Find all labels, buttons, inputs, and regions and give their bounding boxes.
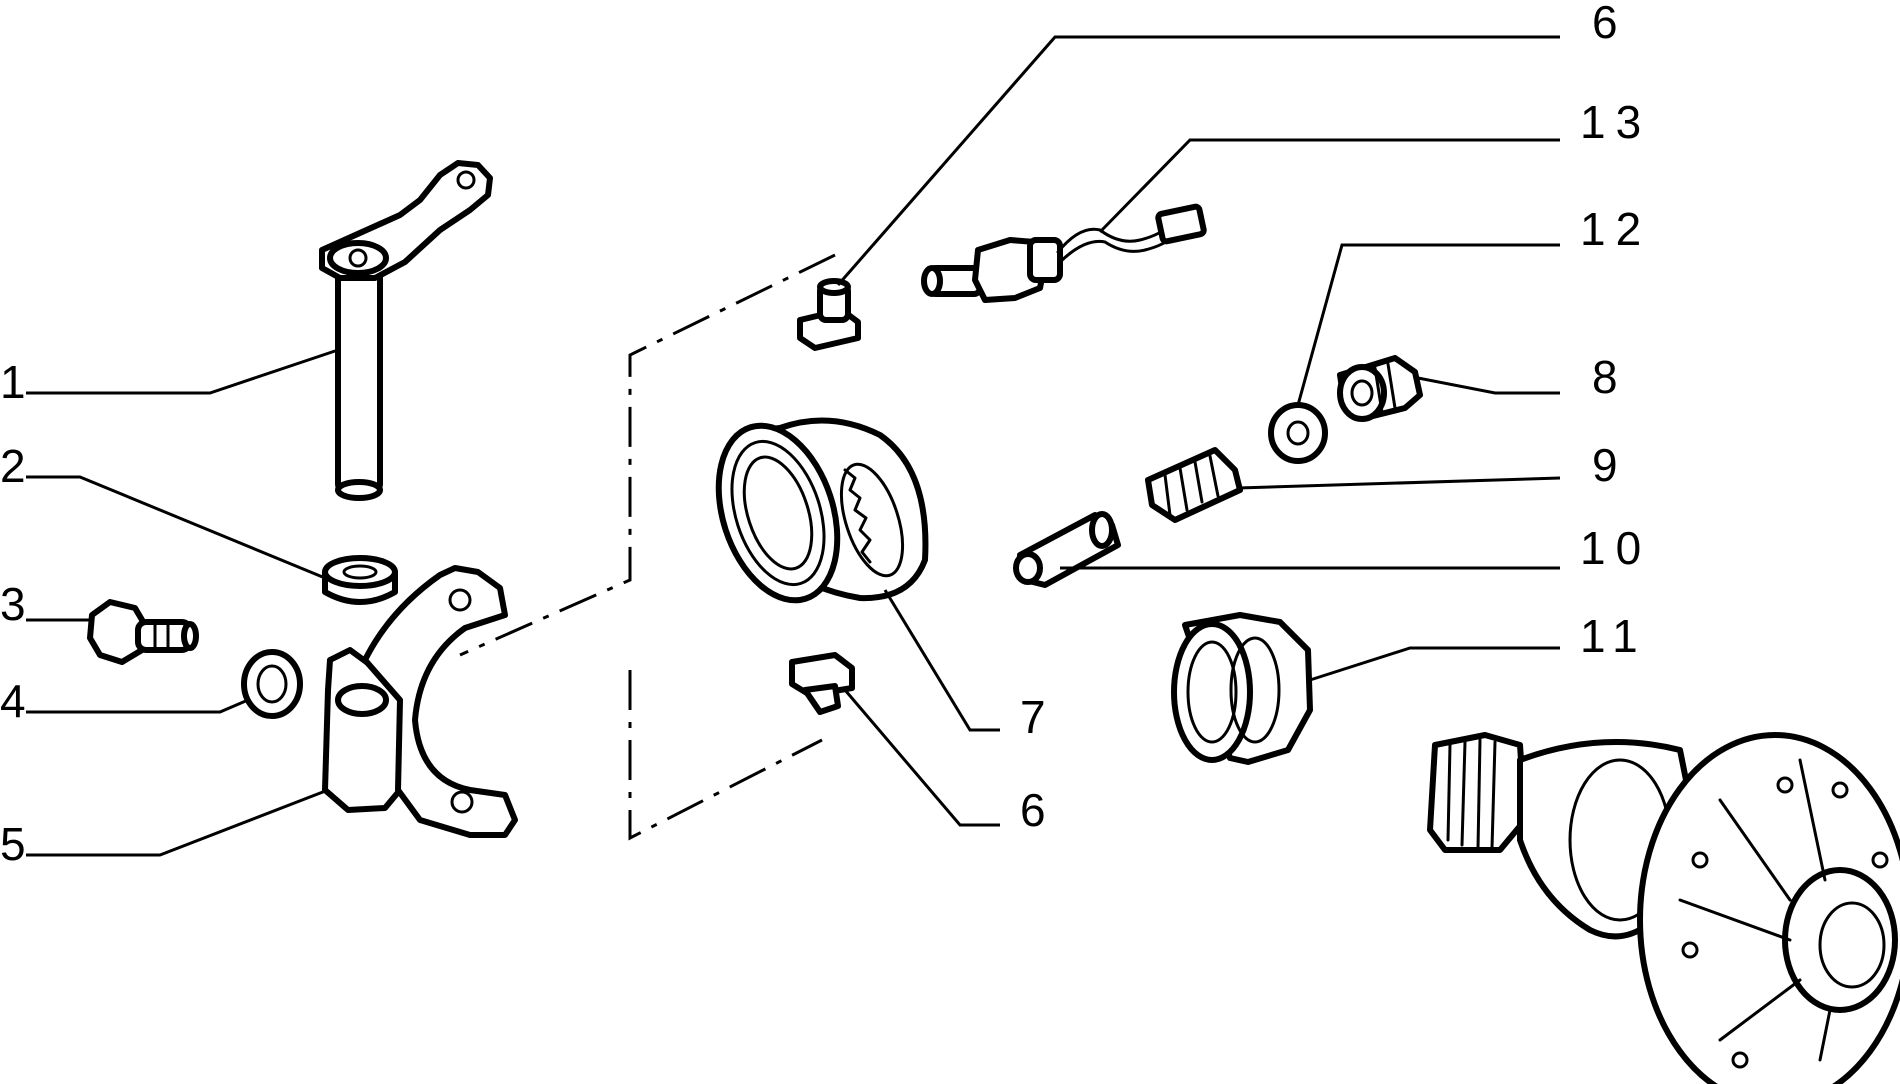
- callout-8: 8: [1592, 351, 1628, 403]
- callout-12: 12: [1580, 203, 1651, 255]
- part-11-bearing-ring: [1171, 612, 1313, 765]
- part-12-washer: [1268, 402, 1328, 464]
- differential-housing: [1427, 732, 1900, 1084]
- callout-7: 7: [1020, 691, 1056, 743]
- part-6-bottom-block: [789, 652, 855, 715]
- part-13-sensor-cable: [921, 203, 1207, 303]
- part-3-bolt: [87, 599, 199, 665]
- leader-lines: [26, 35, 1561, 857]
- callout-11: 11: [1580, 610, 1648, 662]
- callout-labels: 1 2 3 4 5 6 13 12 8 9 10 11 7 6: [0, 0, 1651, 870]
- callout-9: 9: [1592, 439, 1628, 491]
- part-2-washer: [322, 555, 398, 605]
- part-6-top-block: [797, 278, 861, 351]
- callout-5: 5: [0, 818, 36, 870]
- callout-3: 3: [0, 578, 36, 630]
- callout-6-top: 6: [1592, 0, 1628, 48]
- part-1-shift-lever: [319, 160, 493, 501]
- assembly-centerlines: [459, 253, 836, 841]
- part-4-seal-ring: [241, 649, 303, 719]
- part-8-threaded-plug: [1337, 355, 1423, 422]
- part-9-spring: [1145, 447, 1243, 523]
- callout-4: 4: [0, 675, 36, 727]
- part-5-shift-fork: [322, 565, 518, 838]
- callout-2: 2: [0, 440, 36, 492]
- part-10-plunger: [1013, 511, 1121, 588]
- part-7-synchro-sleeve: [715, 417, 929, 604]
- callout-13: 13: [1580, 96, 1651, 148]
- callout-1: 1: [0, 356, 36, 408]
- callout-6-bottom: 6: [1020, 784, 1056, 836]
- callout-10: 10: [1580, 522, 1651, 574]
